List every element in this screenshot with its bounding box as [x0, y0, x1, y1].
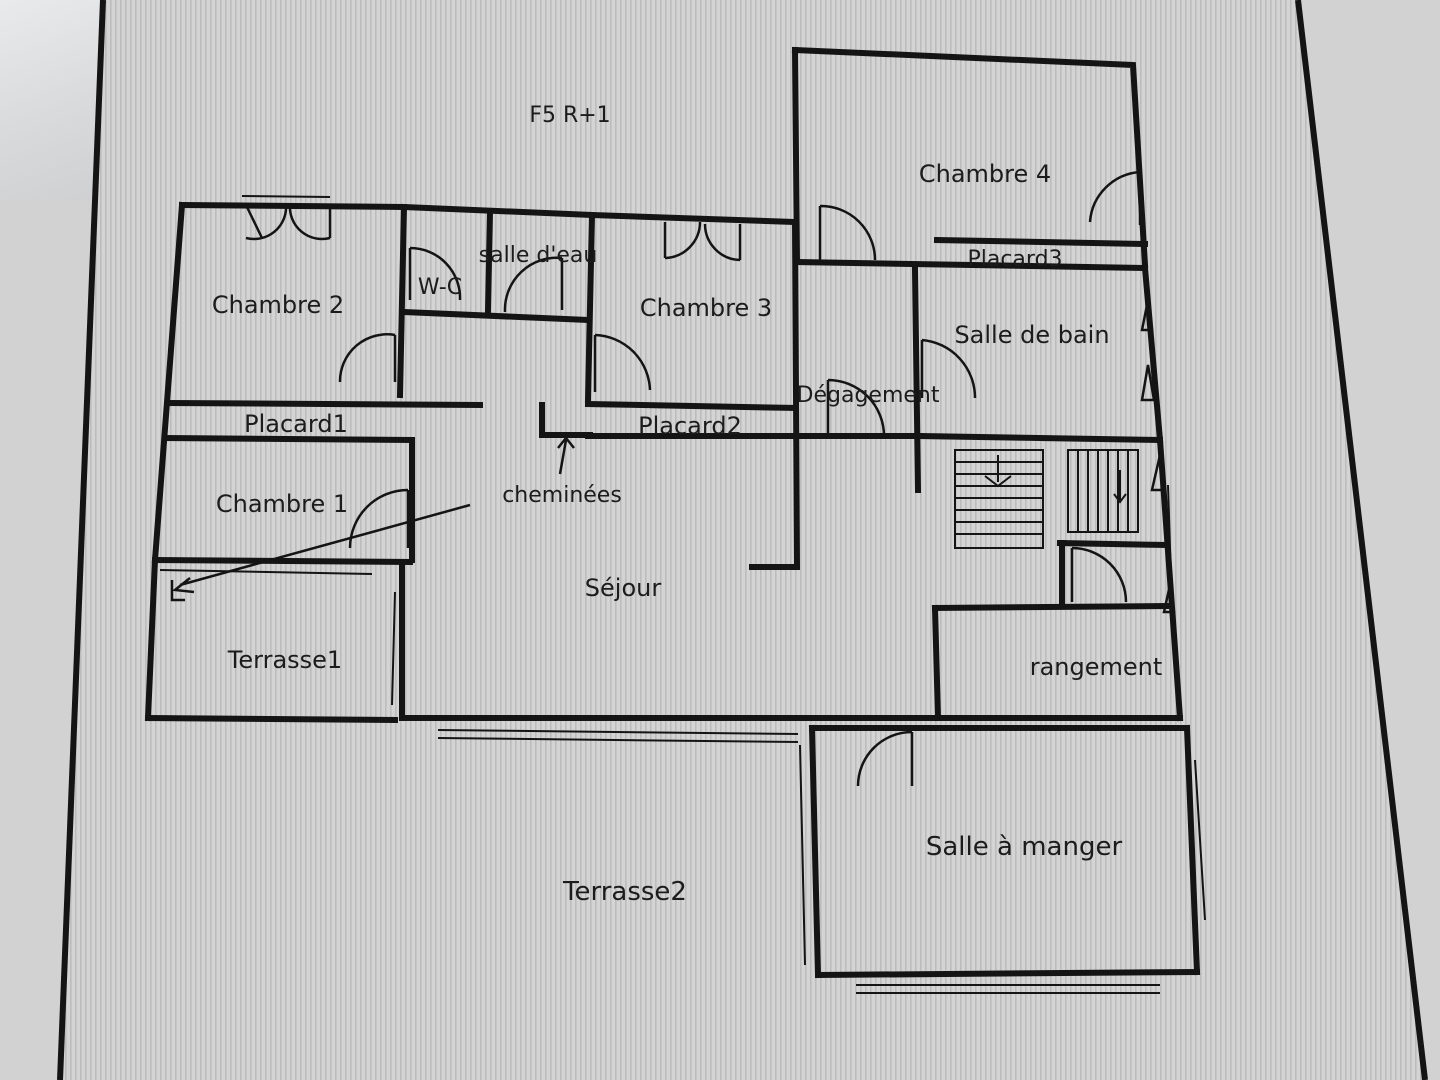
door-chambre4-right	[1088, 170, 1142, 225]
windows	[159, 195, 1206, 994]
plan-title: F5 R+1	[529, 103, 610, 128]
door-salle-bain	[920, 338, 977, 399]
door-chambre2-window	[244, 204, 332, 241]
door-wc	[408, 246, 462, 301]
label-salle-eau: salle d'eau	[479, 243, 598, 268]
label-sejour: Séjour	[585, 574, 662, 602]
label-placard3: Placard3	[967, 247, 1062, 272]
door-bain-right	[1140, 299, 1176, 614]
door-chambre4	[818, 204, 877, 261]
walls	[144, 46, 1201, 979]
label-chambre1: Chambre 1	[216, 490, 348, 518]
door-rangement	[1070, 546, 1128, 603]
label-chambre4: Chambre 4	[919, 160, 1051, 188]
door-degagement	[826, 378, 886, 437]
sheet-frame-right	[1295, 0, 1428, 1080]
desk-corner	[0, 0, 100, 200]
door-chambre3	[593, 333, 652, 392]
label-placard2: Placard2	[638, 412, 742, 440]
label-placard1: Placard1	[244, 410, 348, 438]
paper-sheet	[60, 0, 1425, 1080]
label-salle-manger: Salle à manger	[926, 832, 1123, 862]
label-degagement: Dégagement	[797, 383, 940, 408]
staircase-right	[1067, 449, 1139, 533]
sheet-frame	[57, 0, 106, 1080]
label-salle-bain: Salle de bain	[954, 321, 1109, 349]
staircase-left	[954, 449, 1044, 549]
label-terrasse2: Terrasse2	[562, 877, 687, 907]
door-salle-manger	[856, 730, 914, 787]
label-cheminees: cheminées	[502, 483, 622, 508]
door-salle-eau	[503, 256, 564, 313]
door-chambre2	[338, 333, 397, 383]
door-chambre3-window	[663, 221, 742, 262]
label-chambre3: Chambre 3	[640, 294, 772, 322]
doors	[244, 170, 1176, 787]
label-wc: W-C	[418, 275, 462, 300]
chimney-arrows	[170, 435, 575, 602]
label-chambre2: Chambre 2	[212, 291, 344, 319]
label-terrasse1: Terrasse1	[227, 646, 342, 674]
label-rangement: rangement	[1030, 653, 1163, 681]
